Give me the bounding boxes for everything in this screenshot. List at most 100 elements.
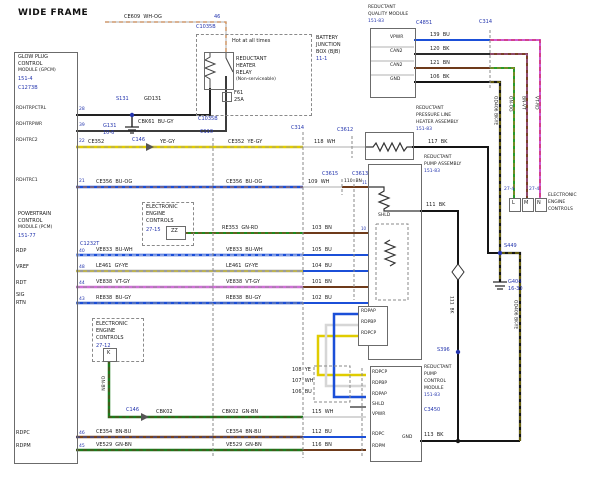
g404-label: G404	[508, 279, 522, 285]
eec-top-name-1: ELECTRONIC	[146, 204, 178, 210]
gpcm-name-3: MODULE (GPCM)	[18, 68, 56, 73]
pcm-pin-rtn: RTN	[16, 300, 26, 306]
fuse-rating: 25A	[234, 97, 244, 103]
pcm-ref: 151-77	[18, 233, 36, 239]
fuse-name: F61	[234, 90, 244, 96]
pin-40: 40	[79, 249, 85, 254]
w104-label: 104 BU	[312, 263, 332, 269]
eec-right-name-2: ENGINE	[548, 200, 566, 205]
eec-bottom-name-3: CONTROLS	[96, 335, 124, 341]
re838-right-label: RE838 BU-GY	[226, 295, 262, 301]
page-title: WIDE FRAME	[18, 8, 89, 18]
pin-22: 22	[79, 139, 85, 144]
rqm-ref: 151-83	[368, 19, 384, 24]
s396-label: S396	[437, 347, 450, 353]
ce356-right-label: CE356 BU-OG	[226, 179, 263, 185]
w106b-label: 106 BU	[292, 389, 312, 395]
relay-box	[204, 52, 234, 90]
ve833-right-label: VE833 BU-WH	[226, 247, 263, 253]
le461-right-label: LE461 GY-YE	[226, 263, 259, 269]
vtrd-rot-label: VT-RD	[533, 96, 539, 110]
pump-name-1: REDUCTANT	[424, 155, 452, 160]
bjb-ref: 11-1	[316, 56, 328, 62]
rdpcm-pin-rdpbp: RDPBP	[372, 381, 388, 386]
eec-right-name-3: CONTROLS	[548, 207, 573, 212]
eec-bottom-name-1: ELECTRONIC	[96, 321, 128, 327]
ref-27-4-a: 27-4	[504, 187, 515, 192]
ce352-color-label: YE-GY	[160, 139, 175, 145]
gd406-bus-wire-tracer	[490, 81, 501, 282]
pin-46b: 46	[79, 431, 85, 436]
rdpcm-pin-gnd: GND	[402, 435, 413, 440]
vpwr-gn-wire-tracer	[108, 360, 303, 418]
pcm-name-3: MODULE (PCM)	[18, 225, 53, 230]
reductant-pump-assembly-box	[368, 164, 422, 360]
can2-gnog-wire	[490, 67, 515, 198]
c3613-connector-label: C3613	[352, 171, 369, 177]
can2-bnvt-wire	[490, 53, 528, 198]
g131-label: G131	[103, 123, 117, 129]
g404-ref: 16-30	[508, 286, 523, 292]
re838-left-label: RE838 BU-GY	[96, 295, 132, 301]
rqm-pin-gnd: GND	[390, 77, 401, 82]
rqm-pin-can2b: CAN2	[390, 63, 403, 68]
w112-label: 112 BU	[312, 429, 332, 435]
c1035b-top-connector-label: C1035B	[196, 24, 216, 30]
pcm-pin-rdpc: RDPC	[16, 430, 30, 436]
l-inline-box	[509, 198, 521, 212]
w117-label: 117 BK	[428, 139, 448, 145]
eec-top-ref: 27-15	[146, 227, 161, 233]
relay-name-1: REDUCTANT	[236, 56, 267, 62]
rdpcm-name-1: REDUCTANT	[424, 365, 452, 370]
ve529-left-label: VE529 GN-BN	[96, 442, 132, 448]
pin-11: 11	[362, 180, 368, 185]
s449-label: S449	[504, 243, 517, 249]
w110-label: 110 BN	[344, 179, 362, 184]
m-inline-box	[522, 198, 534, 212]
n-inline-box	[535, 198, 547, 212]
w108-label: 108 YE	[292, 367, 311, 373]
w101-label: 101 BN	[312, 279, 332, 285]
w111-rot-label: 111 BK	[448, 296, 454, 314]
relay-coil-element	[203, 52, 217, 88]
fuse-box	[222, 92, 232, 102]
ce352-right-label: CE352 YE-GY	[228, 139, 263, 145]
c1035b-bottom-connector-label: C1035B	[198, 116, 218, 122]
can2-gnog-wire-tracer	[490, 67, 515, 198]
rdpcm-name-3: CONTROL	[424, 379, 446, 384]
ce356-left-label: CE356 BU-OG	[96, 179, 133, 185]
bk111-wire	[420, 210, 459, 441]
gpcm-ref: 151-4	[18, 76, 33, 82]
ground-junction-dot	[455, 438, 461, 444]
c1232t-connector-label: C1232T	[80, 241, 100, 247]
pin-39: 39	[79, 123, 85, 128]
w121-label: 121 BN	[430, 60, 450, 66]
ref-27-4-b: 27-4	[529, 187, 540, 192]
w106-label: 106 BK	[430, 74, 450, 80]
pcm-pin-rdpm: RDPM	[16, 443, 31, 449]
ve833-left-label: VE833 BU-WH	[96, 247, 133, 253]
heater-name-2: PRESSURE LINE	[416, 113, 452, 118]
relay-name-4: (Non-serviceable)	[236, 77, 276, 82]
rdpcm-ref: 151-83	[424, 393, 440, 398]
c146-arrow-top-icon	[146, 143, 154, 151]
relay-name-3: RELAY	[236, 70, 252, 76]
zz-label: ZZ	[171, 228, 178, 234]
rqm-pin-can2a: CAN2	[390, 49, 403, 54]
pcm-pin-vref: VREF	[16, 264, 29, 270]
can2-bnvt-wire-tracer	[490, 53, 528, 198]
eec-bottom-name-2: ENGINE	[96, 328, 116, 334]
c4851-connector-label: C4851	[416, 20, 433, 26]
pin-48: 48	[79, 265, 85, 270]
rdpcm-pin-shld: SHLD	[372, 402, 385, 407]
c110-connector-label: C110	[200, 129, 214, 135]
reductant-quality-module-box	[370, 28, 416, 98]
gpcm-name-1: GLOW PLUG	[18, 54, 49, 60]
w118-label: 118 WH	[314, 139, 336, 145]
c1273b-connector-label: C1273B	[18, 85, 38, 91]
pump-sensor-element	[383, 239, 397, 267]
pcm-pin-rdp: RDP	[16, 248, 27, 254]
c314-connector-label: C314	[291, 125, 305, 131]
rdpcm-name-4: MODULE	[424, 386, 444, 391]
pin-28: 28	[79, 107, 85, 112]
